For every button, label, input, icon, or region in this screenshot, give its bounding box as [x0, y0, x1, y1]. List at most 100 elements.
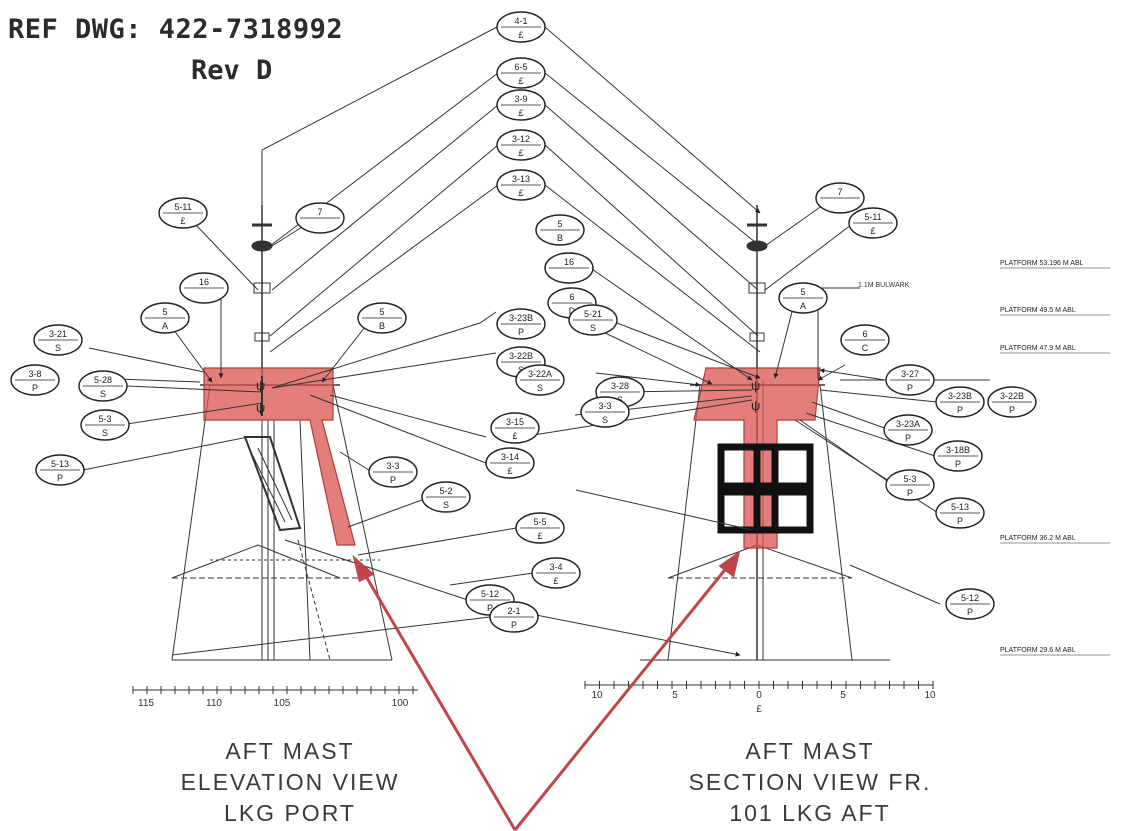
callout-bubble: 3-23A P — [883, 414, 933, 446]
callout-id: 5-12 — [961, 593, 979, 603]
callout-id: 6 — [569, 292, 574, 302]
callout-id: 16 — [199, 277, 209, 287]
caption-line: AFT MAST — [225, 738, 355, 764]
highlight-left: ψ ψ — [203, 367, 356, 546]
callout-side: £ — [518, 30, 523, 40]
callout-side: £ — [518, 188, 523, 198]
callout-side: P — [1009, 405, 1015, 415]
scale-tick-label: 5 — [672, 690, 678, 701]
callout-id: 5-11 — [174, 202, 191, 212]
pointing-arrows — [352, 550, 741, 831]
right-scale — [584, 681, 934, 689]
callout-id: 2-1 — [507, 606, 520, 616]
callout-bubble: 3-21S — [33, 324, 83, 356]
callout-id: 5 — [162, 307, 167, 317]
left-scale — [132, 686, 418, 694]
callout-side: S — [537, 383, 543, 393]
callout-id: 5-12 — [481, 589, 499, 599]
scale-tick-label: 10 — [591, 690, 603, 701]
scale-tick-label: 115 — [138, 698, 154, 709]
callout-side: S — [100, 389, 106, 399]
callout-side: B — [557, 233, 563, 243]
mast-leg-right — [332, 384, 393, 661]
scale-tick-label: 10 — [924, 690, 936, 701]
callout-side: P — [905, 433, 911, 443]
callout-side: C — [862, 343, 869, 353]
callout-side: £ — [537, 531, 542, 541]
callout-side: £ — [553, 576, 558, 586]
callout-id: 3-28 — [611, 381, 629, 391]
callout-id: 4-1 — [514, 16, 527, 26]
svg-text:ψ: ψ — [256, 400, 265, 415]
scale-tick-label: 105 — [274, 698, 291, 709]
callout-bubble: 3-14£ — [485, 447, 535, 479]
caption-line: SECTION VIEW FR. — [688, 769, 932, 795]
caption-line: AFT MAST — [745, 738, 875, 764]
callout-id: 3-21 — [49, 329, 67, 339]
callout-id: 5 — [800, 287, 805, 297]
callout-id: 3-18B — [946, 445, 970, 455]
section-view-caption: AFT MAST SECTION VIEW FR. 101 LKG AFT — [645, 736, 975, 829]
callout-bubble: 5-3P — [885, 469, 935, 501]
callout-side: S — [602, 415, 608, 425]
callout-id: 5 — [557, 219, 562, 229]
callout-id: 3-23A — [896, 419, 920, 429]
callout-id: 3-8 — [28, 369, 41, 379]
callout-bubble: 5-12P — [945, 588, 995, 620]
callout-side: A — [800, 301, 806, 311]
mast-leg-left — [171, 384, 211, 661]
callout-id: 3-9 — [514, 94, 527, 104]
callout-bubble: 5-2S — [421, 481, 471, 513]
callout-bubble: 6C — [840, 324, 890, 356]
callout-side: P — [967, 607, 973, 617]
platform-label: PLATFORM 29.6 M ABL — [1000, 647, 1076, 654]
callout-id: 3-22A — [528, 369, 552, 379]
callout-bubble: 6-5£ — [496, 57, 546, 89]
callout-side: P — [957, 405, 963, 415]
callout-id: 5-13 — [51, 459, 69, 469]
elevation-view-caption: AFT MAST ELEVATION VIEW LKG PORT — [140, 736, 440, 829]
scale-tick-label: 5 — [840, 690, 846, 701]
bulwark-label: 1.1M BULWARK — [858, 282, 910, 289]
callout-side: S — [102, 428, 108, 438]
callout-bubble: 3-15£ — [490, 412, 540, 444]
leader-lines — [82, 26, 941, 657]
svg-text:ψ: ψ — [256, 378, 265, 393]
callout-side: S — [590, 323, 596, 333]
callout-side: A — [162, 321, 168, 331]
callout-bubble: 3-4 £ — [531, 557, 581, 589]
callout-bubble: 5-11£ — [158, 197, 208, 229]
callout-bubble: 3-3S — [580, 396, 630, 428]
callout-id: 5-28 — [94, 375, 112, 385]
callout-id: 5-3 — [98, 414, 111, 424]
callout-side: £ — [512, 431, 517, 441]
callout-id: 3-22B — [1000, 391, 1024, 401]
mast-leg-right — [819, 384, 853, 661]
callout-bubble: 5-21S — [568, 304, 618, 336]
callout-bubble: 5-3S — [80, 409, 130, 441]
callout-id: 3-13 — [512, 174, 530, 184]
callout-bubble: 5B — [535, 214, 585, 246]
callout-side: P — [518, 327, 524, 337]
platform-label: PLATFORM 47.9 M ABL — [1000, 345, 1076, 352]
callout-bubble: 16 — [179, 272, 229, 304]
callout-bubble: 3-22A S — [515, 364, 565, 396]
callout-bubble: 3-12£ — [496, 129, 546, 161]
callout-side: P — [57, 473, 63, 483]
callout-id: 3-4 — [549, 562, 562, 572]
frame-structure — [717, 443, 814, 534]
callout-id: 3-14 — [501, 452, 519, 462]
callout-bubble: 3-8P — [10, 364, 60, 396]
callout-bubble: 4-1 £ — [496, 11, 546, 43]
callout-side: £ — [870, 226, 875, 236]
platform-label: PLATFORM 49.5 M ABL — [1000, 307, 1076, 314]
callout-side: P — [390, 475, 396, 485]
callout-id: 3-3 — [598, 401, 611, 411]
callout-side: D — [569, 306, 576, 316]
callout-side: P — [907, 383, 913, 393]
